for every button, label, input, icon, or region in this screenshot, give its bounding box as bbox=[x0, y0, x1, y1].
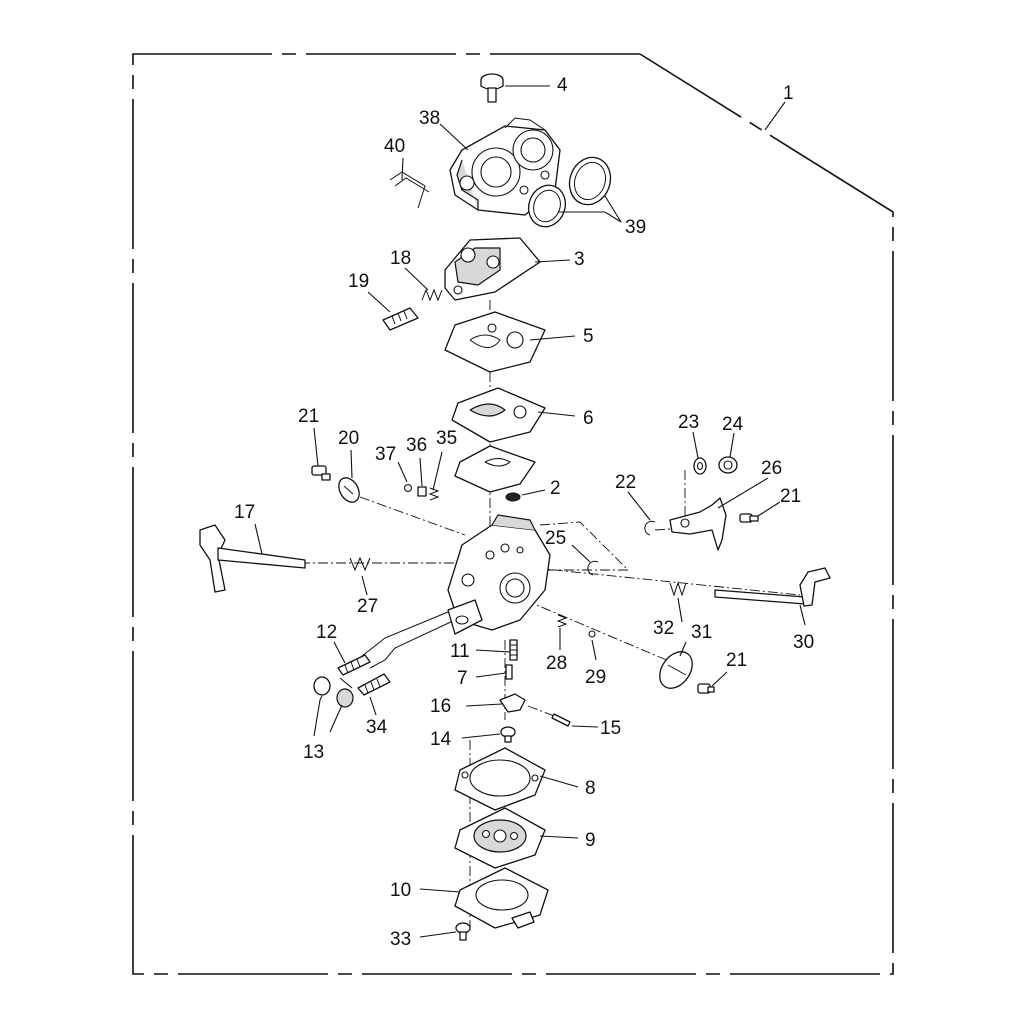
part-40-wire-clip bbox=[389, 171, 430, 209]
part-17-choke-shaft bbox=[199, 524, 306, 593]
label-21a: 21 bbox=[298, 406, 319, 427]
label-11: 11 bbox=[450, 641, 470, 662]
label-9: 9 bbox=[585, 830, 596, 851]
part-9-diaphragm bbox=[454, 807, 546, 869]
label-37: 37 bbox=[375, 444, 396, 465]
label-15: 15 bbox=[600, 718, 621, 739]
part-11-needle bbox=[509, 639, 518, 661]
label-29: 29 bbox=[585, 667, 606, 688]
label-4: 4 bbox=[557, 75, 568, 96]
part-32-spring bbox=[669, 581, 687, 597]
assembly-frame bbox=[132, 53, 894, 975]
label-18: 18 bbox=[390, 248, 411, 269]
label-1: 1 bbox=[783, 83, 794, 104]
part-29-ball bbox=[588, 630, 596, 638]
label-2: 2 bbox=[550, 478, 561, 499]
part-35-spring bbox=[428, 487, 440, 501]
part-36-pin bbox=[417, 486, 427, 497]
label-27: 27 bbox=[357, 596, 378, 617]
label-19: 19 bbox=[348, 271, 369, 292]
part-2-plug bbox=[505, 492, 521, 502]
part-19-screw bbox=[382, 307, 419, 331]
part-31-plate bbox=[659, 651, 693, 689]
part-12-needle bbox=[337, 654, 371, 676]
part-25-clip bbox=[587, 560, 599, 576]
part-15-pin bbox=[551, 713, 571, 727]
label-36: 36 bbox=[406, 435, 427, 456]
leader-lines bbox=[254, 85, 806, 938]
part-16-lever bbox=[499, 693, 526, 713]
label-40: 40 bbox=[384, 136, 405, 157]
label-23: 23 bbox=[678, 412, 699, 433]
part-37-ball bbox=[403, 483, 413, 493]
label-21c: 21 bbox=[726, 650, 747, 671]
label-3: 3 bbox=[574, 249, 585, 270]
part-8-gasket bbox=[454, 747, 546, 811]
label-21b: 21 bbox=[780, 486, 801, 507]
part-30-throttle-shaft bbox=[714, 567, 831, 607]
part-21c-screw bbox=[697, 683, 715, 694]
part-27-spring bbox=[349, 556, 371, 572]
part-33-screw bbox=[455, 922, 471, 941]
label-12: 12 bbox=[316, 622, 337, 643]
label-20: 20 bbox=[338, 428, 359, 449]
part-4-screw bbox=[480, 73, 504, 103]
part-14-screw bbox=[500, 726, 516, 743]
label-25: 25 bbox=[545, 528, 566, 549]
label-7: 7 bbox=[457, 668, 468, 689]
part-20-plate bbox=[338, 477, 360, 503]
label-33: 33 bbox=[390, 929, 411, 950]
part-18-spring bbox=[421, 288, 443, 302]
label-5: 5 bbox=[583, 326, 594, 347]
label-28: 28 bbox=[546, 653, 567, 674]
part-inlet-gasket bbox=[454, 445, 536, 493]
part-10-cover bbox=[454, 867, 549, 929]
label-26: 26 bbox=[761, 458, 782, 479]
part-39-o-rings bbox=[527, 156, 612, 228]
label-24: 24 bbox=[722, 414, 744, 435]
label-32: 32 bbox=[653, 618, 674, 639]
carburetor-body bbox=[447, 514, 551, 635]
label-22: 22 bbox=[615, 472, 636, 493]
label-14: 14 bbox=[430, 729, 452, 750]
callout-labels: 1 2 3 4 5 6 7 8 9 10 11 12 13 14 15 16 1… bbox=[234, 75, 814, 950]
part-3-pump-cover bbox=[444, 237, 541, 301]
part-38-cover bbox=[449, 117, 561, 216]
label-39: 39 bbox=[625, 217, 646, 238]
label-8: 8 bbox=[585, 778, 596, 799]
label-13: 13 bbox=[303, 742, 324, 763]
label-10: 10 bbox=[390, 880, 411, 901]
label-16: 16 bbox=[430, 696, 451, 717]
part-24-bushing bbox=[718, 456, 738, 474]
label-35: 35 bbox=[436, 428, 457, 449]
part-21a-screw bbox=[311, 465, 331, 481]
label-31: 31 bbox=[691, 622, 712, 643]
part-34-needle bbox=[357, 673, 391, 696]
label-34: 34 bbox=[366, 717, 388, 738]
label-17: 17 bbox=[234, 502, 255, 523]
part-13-limiter-caps bbox=[313, 676, 354, 708]
part-28-spring bbox=[556, 614, 568, 628]
label-30: 30 bbox=[793, 632, 814, 653]
part-6-diaphragm bbox=[451, 387, 546, 443]
part-23-washer bbox=[693, 457, 707, 475]
part-21b-screw bbox=[739, 513, 759, 523]
part-7-pin bbox=[505, 664, 513, 680]
label-38: 38 bbox=[419, 108, 440, 129]
part-5-gasket bbox=[444, 311, 546, 373]
part-22-e-clip bbox=[644, 520, 656, 536]
label-6: 6 bbox=[583, 408, 594, 429]
part-26-lever bbox=[669, 497, 727, 551]
